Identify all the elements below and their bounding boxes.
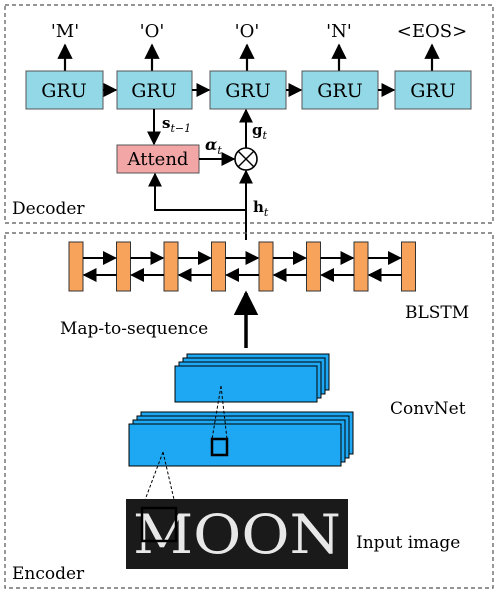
- alpha-label: αt: [205, 135, 222, 157]
- blstm-cell: [68, 241, 84, 292]
- blstm-cell: [116, 241, 131, 292]
- attend-label: Attend: [127, 149, 189, 170]
- input-image-text: MOON: [133, 503, 341, 566]
- encoder-label: Encoder: [12, 564, 85, 584]
- hidden-label: ht: [253, 198, 269, 219]
- map-to-sequence-label: Map-to-sequence: [60, 319, 208, 339]
- gru-label-5: GRU: [410, 80, 456, 102]
- input-image-label: Input image: [356, 533, 460, 553]
- blstm-cell: [258, 241, 274, 292]
- blstm-cell: [353, 241, 369, 292]
- output-arrows: [57, 43, 440, 71]
- output-token-5: <EOS>: [397, 21, 467, 42]
- gru-label-4: GRU: [317, 80, 363, 102]
- gru-label-3: GRU: [225, 80, 271, 102]
- blstm-cell: [401, 241, 416, 292]
- output-tokens: 'M' 'O' 'O' 'N' <EOS>: [51, 21, 467, 42]
- input-image: [126, 499, 348, 569]
- gru-cell-1: [25, 70, 104, 110]
- blstm-cell: [163, 241, 179, 292]
- hidden-branch-arrow: [148, 172, 246, 211]
- convnet-label: ConvNet: [390, 399, 466, 419]
- encoder-panel: [4, 232, 494, 589]
- output-token-2: 'O': [140, 21, 165, 42]
- output-token-1: 'M': [51, 21, 79, 42]
- convnet-lower-stack: [128, 411, 354, 467]
- decoder-label: Decoder: [12, 199, 85, 219]
- convnet-upper-stack: [174, 353, 330, 403]
- blstm-cell: [306, 241, 321, 292]
- context-label: gt: [252, 121, 268, 142]
- output-token-4: 'N': [326, 21, 352, 42]
- image-receptive-field: [140, 506, 178, 543]
- gru-label-2: GRU: [131, 80, 177, 102]
- gru-label-1: GRU: [41, 80, 87, 102]
- conv-receptive-field: [210, 437, 229, 457]
- blstm-layer: [68, 241, 416, 292]
- output-token-3: 'O': [235, 21, 260, 42]
- blstm-label: BLSTM: [405, 303, 469, 323]
- decoder-panel: [4, 4, 494, 224]
- state-label: st−1: [162, 114, 191, 135]
- blstm-cell: [211, 241, 226, 292]
